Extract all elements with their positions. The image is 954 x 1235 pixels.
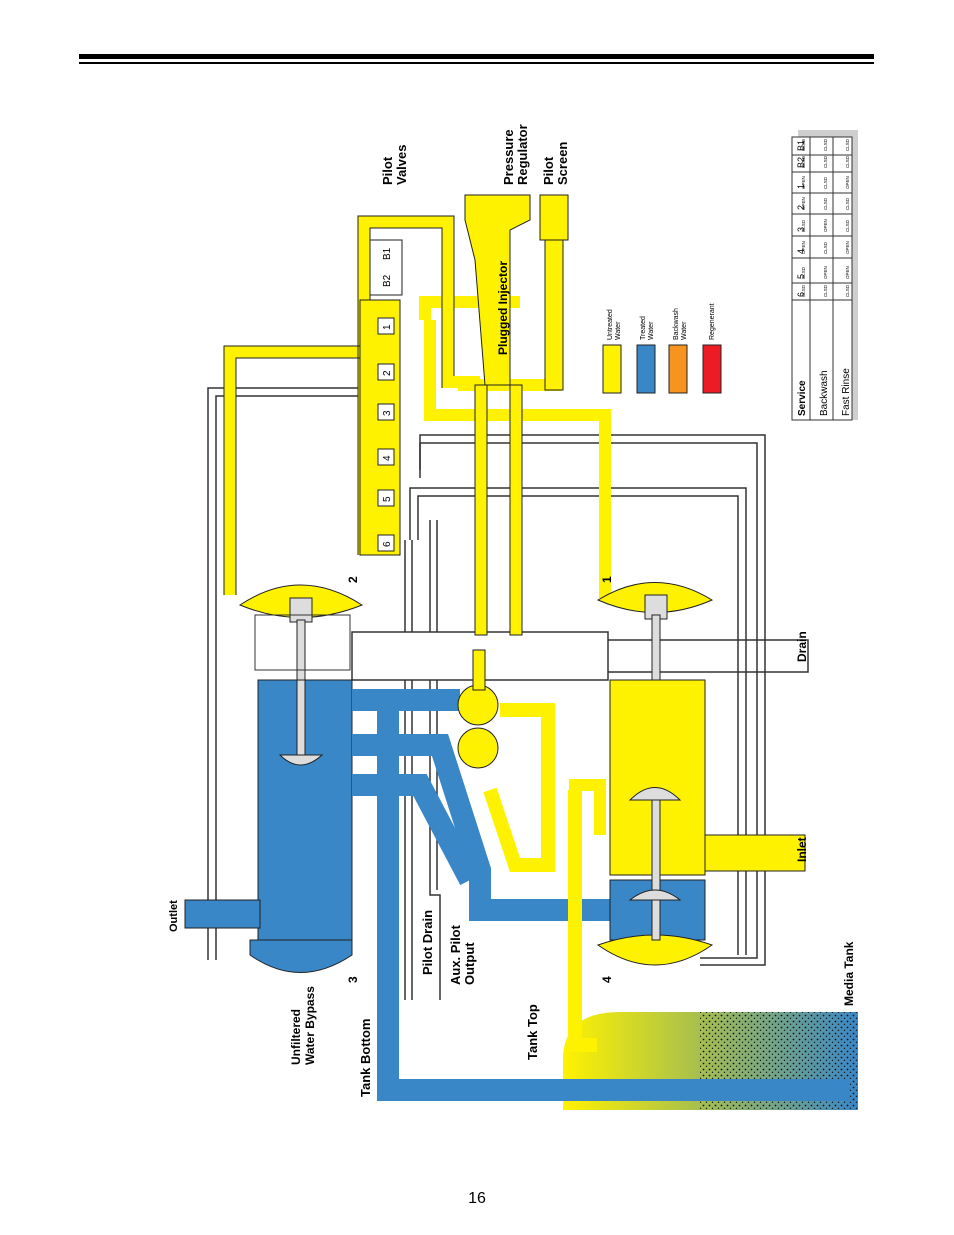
pilot-screen-label: PilotScreen	[541, 142, 570, 185]
pilot-valve-4: 4	[382, 455, 393, 461]
table-cell: OPEN	[845, 176, 850, 189]
inlet-label: Inlet	[795, 837, 809, 862]
table-cell: CLSD	[823, 138, 828, 151]
table-cell: OPEN	[801, 197, 806, 210]
tank-top-label: Tank Top	[525, 1004, 540, 1060]
pilot-valve-b1: B1	[382, 247, 393, 260]
diaphragm-valve-1	[596, 582, 714, 686]
pilot-drain-label: Pilot Drain	[420, 910, 435, 975]
table-header-5: 5	[796, 274, 806, 279]
pilot-valve-1: 1	[382, 324, 393, 330]
table-cell: CLSD	[823, 284, 828, 297]
table-header-2: 2	[796, 205, 806, 210]
table-cell: CLSD	[823, 197, 828, 210]
legend-backwash: BackwashWater	[673, 308, 688, 340]
unfiltered-bypass-label: UnfilteredWater Bypass	[289, 986, 317, 1065]
table-cell: CLSD	[845, 197, 850, 210]
legend-labels: UntreatedWater TreatedWater BackwashWate…	[607, 303, 716, 340]
legend-untreated: UntreatedWater	[607, 309, 622, 340]
table-cell: CLSD	[845, 284, 850, 297]
plugged-injector-label: Plugged Injector	[496, 261, 510, 355]
table-cell: CLSD	[801, 284, 806, 297]
table-header-6: 6	[796, 292, 806, 297]
table-row-fast-rinse: Fast Rinse	[841, 368, 852, 416]
legend-regenerant: Regenerant	[709, 303, 716, 340]
table-cell: CLSD	[801, 219, 806, 232]
outlet-label: Outlet	[168, 900, 180, 932]
valve-1-label: 1	[600, 576, 614, 583]
pilot-valve-2: 2	[382, 370, 393, 376]
table-row-backwash: Backwash	[819, 370, 830, 416]
pilot-valve-6: 6	[382, 541, 393, 547]
valve-3-label: 3	[346, 976, 360, 983]
table-header-B1: B1	[796, 140, 806, 151]
untreated-valve-body	[596, 679, 806, 966]
pilot-valve-5: 5	[382, 496, 393, 502]
table-cell: CLSD	[845, 138, 850, 151]
table-cell: CLSD	[823, 155, 828, 168]
status-table	[791, 130, 858, 421]
table-cell: CLSD	[801, 155, 806, 168]
table-header-B2: B2	[796, 157, 806, 168]
table-header-3: 3	[796, 227, 806, 232]
pilot-balls	[457, 649, 499, 769]
pilot-valve-numbers: 1 2 3 4 5 6 B2 B1	[377, 247, 395, 552]
untreated-flow-outline	[223, 215, 455, 595]
table-cell: CLSD	[845, 155, 850, 168]
table-cell: CLSD	[845, 219, 850, 232]
rotated-labels: PilotValves PressureRegulator PilotScree…	[168, 124, 856, 1097]
pilot-valve-block	[359, 239, 403, 556]
valve-body-outline	[351, 631, 809, 681]
table-cell: OPEN	[823, 266, 828, 279]
treated-flow	[352, 689, 850, 1101]
table-cell: CLSD	[823, 176, 828, 189]
media-tank-label: Media Tank	[842, 941, 856, 1006]
pressure-regulator-label: PressureRegulator	[501, 124, 530, 185]
valve-2-label: 2	[346, 576, 360, 583]
table-header-1: 1	[796, 184, 806, 189]
table-cell: CLSD	[801, 138, 806, 151]
table-cell: OPEN	[801, 176, 806, 189]
table-cell: CLSD	[823, 241, 828, 254]
table-cell: OPEN	[801, 241, 806, 254]
tank-top-flow	[483, 703, 597, 1052]
pressure-regulator	[464, 194, 531, 636]
drain-label: Drain	[795, 631, 809, 662]
legend-treated: TreatedWater	[640, 316, 655, 340]
pilot-valves-label: PilotValves	[380, 145, 409, 186]
valve-4-label: 4	[600, 976, 614, 983]
header-rule	[79, 54, 874, 64]
table-header-4: 4	[796, 249, 806, 254]
aux-pilot-output-label: Aux. PilotOutput	[448, 924, 477, 985]
table-cell: OPEN	[845, 266, 850, 279]
table-cell: OPEN	[845, 241, 850, 254]
page-number: 16	[468, 1190, 486, 1207]
tank-bottom-label: Tank Bottom	[358, 1019, 373, 1097]
legend-swatches	[602, 344, 722, 394]
table-cell: OPEN	[823, 219, 828, 232]
pilot-valve-3: 3	[382, 410, 393, 416]
pilot-valve-b2: B2	[382, 274, 393, 287]
pilot-screen	[539, 194, 569, 391]
treated-valve-body	[184, 679, 353, 973]
table-cell: CLSD	[801, 266, 806, 279]
table-row-service: Service	[797, 380, 808, 416]
